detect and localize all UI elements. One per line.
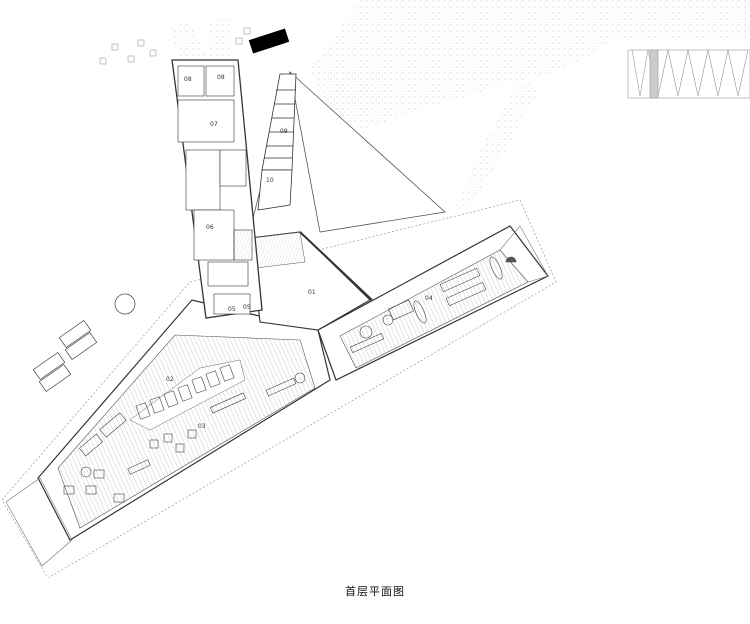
tree-symbols xyxy=(99,27,251,65)
room-label-04: 04 xyxy=(425,295,433,302)
room-label-08a: 08 xyxy=(184,76,192,83)
stepped-seating xyxy=(257,73,297,211)
round-planter xyxy=(114,293,136,315)
room-label-08b: 08 xyxy=(217,74,225,81)
site-boundary xyxy=(1,199,557,579)
room-label-01: 01 xyxy=(308,289,316,296)
room-label-10: 10 xyxy=(266,177,274,184)
room-label-09: 09 xyxy=(280,128,288,135)
north-block xyxy=(171,59,263,319)
west-wing xyxy=(5,299,331,567)
room-label-03: 03 xyxy=(198,423,206,430)
shed-structure xyxy=(627,49,750,99)
room-label-06: 06 xyxy=(206,224,214,231)
furniture-east xyxy=(349,256,517,354)
room-label-05a: 05 xyxy=(228,306,236,313)
car-block xyxy=(248,28,290,54)
outdoor-benches xyxy=(32,319,98,393)
room-label-05b: 05 xyxy=(243,304,251,311)
room-label-07: 07 xyxy=(210,121,218,128)
room-label-02: 02 xyxy=(166,376,174,383)
terrain-texture xyxy=(168,0,750,210)
central-lobby xyxy=(249,231,373,331)
furniture-west xyxy=(63,364,306,503)
room-labels: 01 02 03 04 05 05 06 07 08 08 09 10 xyxy=(166,74,433,430)
plan-caption: 首层平面图 xyxy=(345,585,405,598)
